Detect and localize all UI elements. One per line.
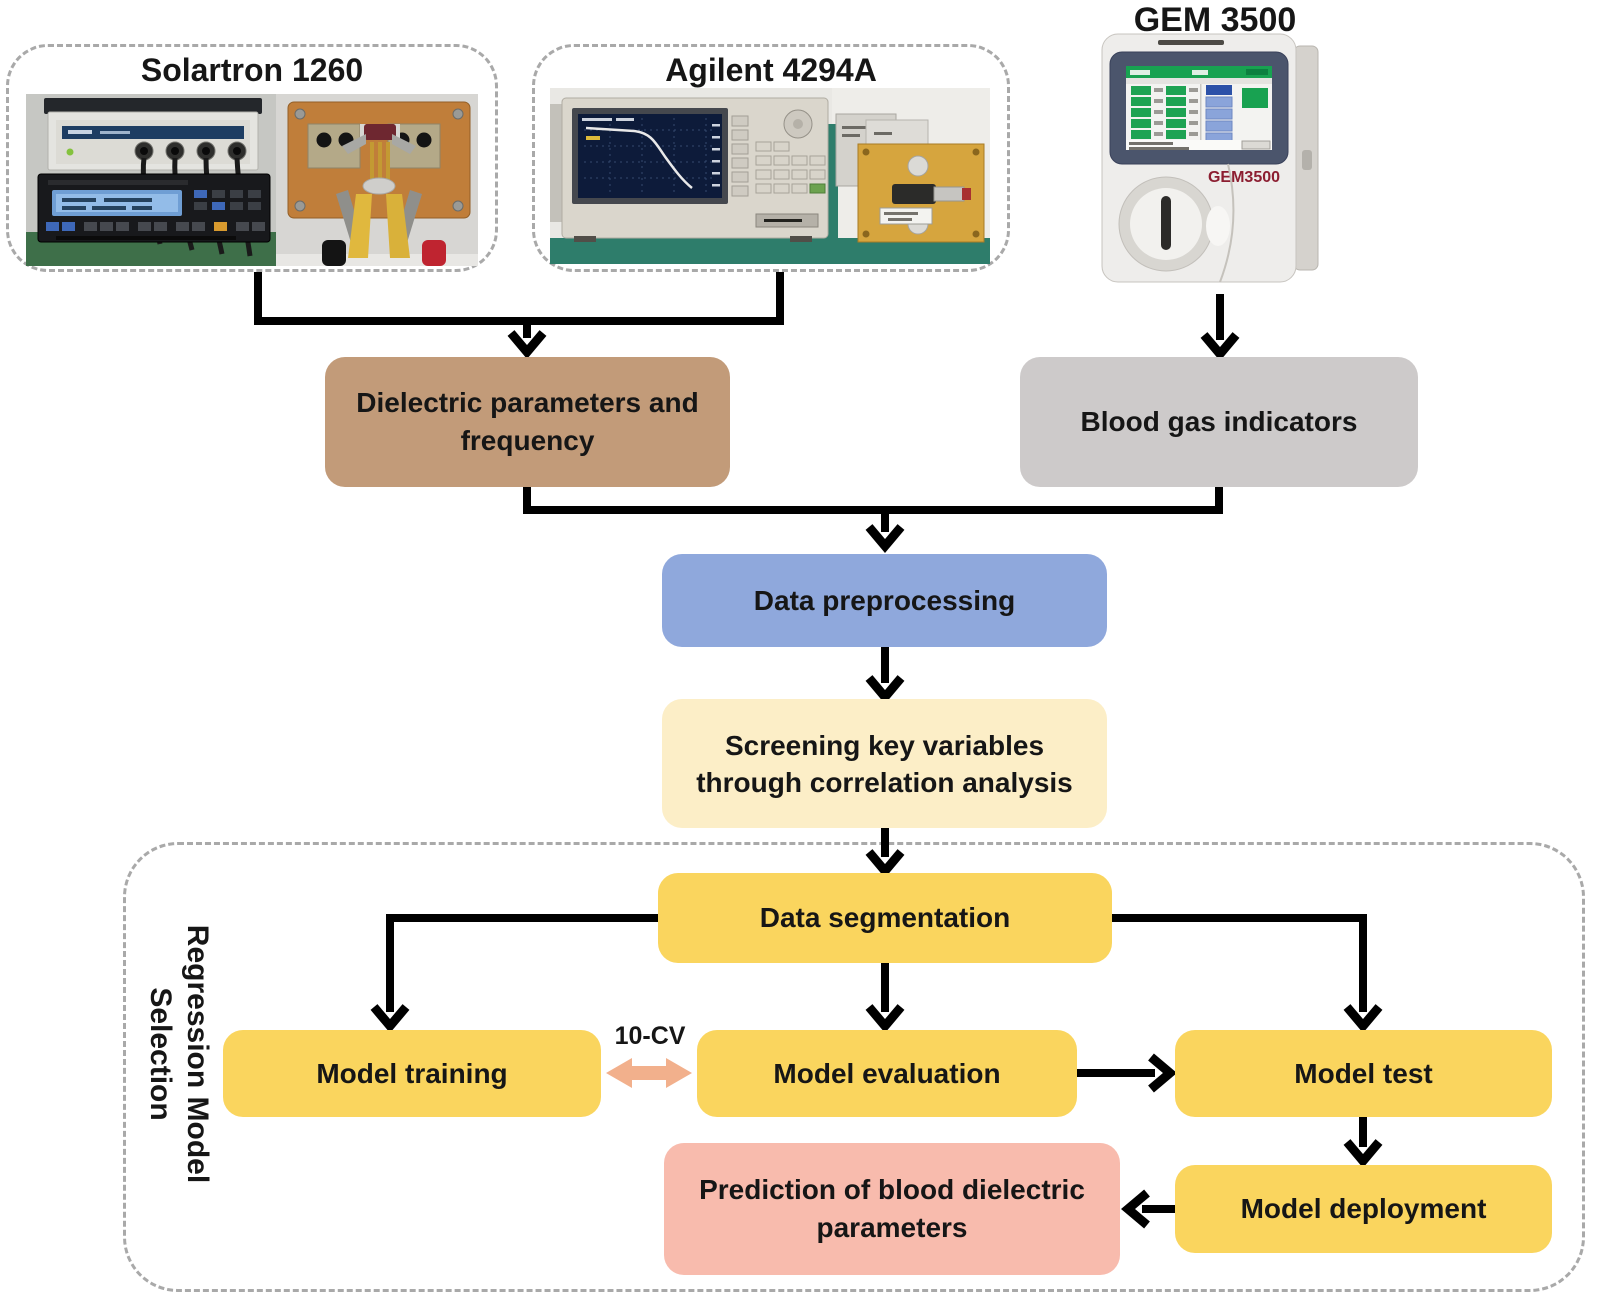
box-screening-key-variables: Screening key variables through correlat…: [662, 699, 1107, 828]
solartron-panel: [6, 44, 498, 272]
regression-model-selection-line1: Regression Model: [181, 924, 214, 1184]
agilent-fixture-adapter: [835, 113, 985, 243]
regression-model-selection-container: [123, 842, 1585, 1292]
box-model-deployment: Model deployment: [1175, 1165, 1552, 1253]
arrow-merge-to-preprocessing: [523, 487, 1223, 553]
box-model-test: Model test: [1175, 1030, 1552, 1117]
box-prediction: Prediction of blood dielectric parameter…: [664, 1143, 1120, 1275]
solartron-interface-unit: [44, 98, 262, 257]
box-model-training: Model training: [223, 1030, 601, 1117]
box-model-evaluation: Model evaluation: [697, 1030, 1077, 1117]
agilent-panel: [532, 44, 1010, 272]
gem-title: GEM 3500: [1133, 1, 1297, 39]
ten-fold-cv-label: 10-CV: [614, 1022, 686, 1050]
box-blood-gas-indicators: Blood gas indicators: [1020, 357, 1418, 487]
gem-screen: [1109, 51, 1289, 165]
agilent-photo: [550, 88, 990, 264]
agilent-analyzer-body: [561, 97, 829, 242]
box-data-preprocessing: Data preprocessing: [662, 554, 1107, 647]
arrow-instruments-to-dielectric: [254, 272, 784, 359]
gem-device-logo: GEM3500: [1208, 169, 1280, 186]
regression-model-selection-label: Regression Model Selection: [140, 914, 216, 1194]
solartron-title: Solartron 1260: [140, 52, 364, 88]
box-dielectric-parameters: Dielectric parameters and frequency: [325, 357, 730, 487]
gem-front: GEM3500: [1118, 163, 1280, 283]
regression-model-selection-line2: Selection: [144, 987, 177, 1121]
arrow-preprocessing-to-screening: [865, 647, 905, 704]
solartron-photo: [26, 94, 478, 266]
solartron-mainframe-unit: [37, 173, 271, 243]
box-data-segmentation: Data segmentation: [658, 873, 1112, 963]
arrow-gem-to-bloodgas: [1200, 294, 1240, 361]
gem-photo: GEM3500: [1101, 33, 1319, 283]
agilent-title: Agilent 4294A: [665, 52, 877, 88]
test-fixture-board: [287, 101, 471, 266]
